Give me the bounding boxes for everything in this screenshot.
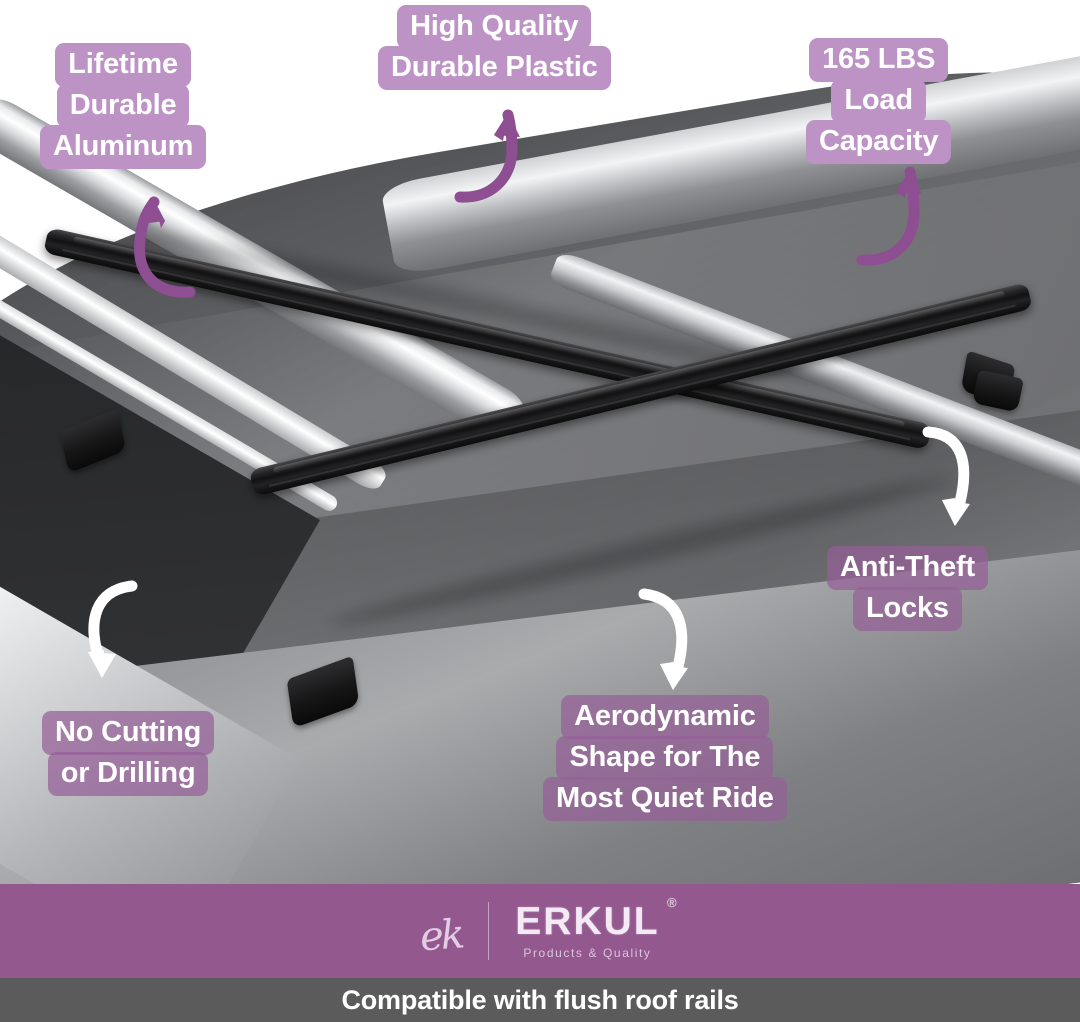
- callout-line: Aluminum: [40, 125, 207, 169]
- product-photo: Lifetime Durable Aluminum High Quality D…: [0, 5, 1080, 884]
- brand-wordmark: ERKUL ®: [515, 896, 676, 943]
- callout-line: Locks: [853, 587, 962, 631]
- callout-lifetime-durable-aluminum[interactable]: Lifetime Durable Aluminum: [40, 43, 207, 169]
- brand-tagline: Products & Quality: [523, 946, 652, 960]
- caption-bar: Compatible with flush roof rails: [0, 978, 1080, 1022]
- brand-monogram: ek: [418, 911, 464, 961]
- callout-line: No Cutting: [42, 711, 215, 755]
- callout-line: 165 LBS: [809, 38, 949, 82]
- registered-mark-icon: ®: [667, 895, 677, 910]
- callout-line: Anti-Theft: [827, 546, 988, 590]
- callout-line: High Quality: [397, 5, 592, 49]
- callout-line: Lifetime: [55, 43, 191, 87]
- caption-text: Compatible with flush roof rails: [341, 984, 739, 1015]
- callout-anti-theft-locks[interactable]: Anti-Theft Locks: [827, 546, 988, 631]
- brand-bar: ek ERKUL ® Products & Quality: [0, 884, 1080, 978]
- callout-line: Durable: [56, 84, 190, 128]
- brand-name: ERKUL: [515, 900, 660, 943]
- brand-divider: [488, 902, 490, 960]
- callout-line: Durable Plastic: [378, 46, 611, 90]
- callout-no-cutting-or-drilling[interactable]: No Cutting or Drilling: [42, 711, 215, 796]
- callout-line: Aerodynamic: [561, 695, 769, 739]
- callout-line: Load: [831, 79, 926, 123]
- callout-high-quality-durable-plastic[interactable]: High Quality Durable Plastic: [378, 5, 611, 90]
- callout-line: or Drilling: [47, 752, 209, 796]
- brand-logo: ek ERKUL ® Products & Quality: [418, 896, 677, 962]
- callout-aerodynamic-shape[interactable]: Aerodynamic Shape for The Most Quiet Rid…: [543, 695, 787, 821]
- callout-line: Capacity: [806, 120, 952, 164]
- brand-wordmark-stack: ERKUL ® Products & Quality: [515, 896, 676, 960]
- callout-line: Shape for The: [556, 736, 774, 780]
- callout-load-capacity[interactable]: 165 LBS Load Capacity: [806, 38, 952, 164]
- callout-line: Most Quiet Ride: [543, 777, 787, 821]
